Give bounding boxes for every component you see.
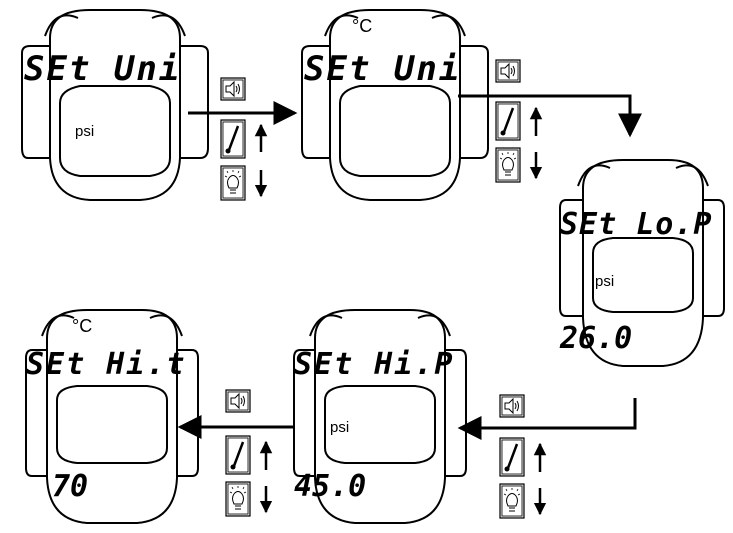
- thermometer-icon: [220, 119, 246, 159]
- unit-label: psi: [595, 273, 614, 290]
- thermometer-icon: [495, 101, 521, 141]
- tire-right-top: [675, 164, 709, 187]
- tire-right-top: [417, 314, 451, 337]
- device-screen-set-high-temp: °C SEt Hi.t 70: [25, 309, 199, 524]
- device-screen-set-unit-psi: SEt Uni psi: [21, 9, 209, 201]
- unit-label: psi: [75, 123, 94, 140]
- bulb-icon: [225, 481, 251, 517]
- device-outline: [301, 9, 489, 201]
- tire-left-top: [577, 164, 611, 187]
- button-legend-2: [495, 59, 543, 183]
- speaker-icon: [225, 389, 251, 413]
- display-window: [339, 85, 451, 177]
- device-outline: [293, 309, 467, 524]
- tire-right-top: [151, 14, 186, 37]
- button-legend-1: [220, 77, 268, 201]
- thermometer-icon: [225, 435, 251, 475]
- device-outline: [25, 309, 199, 524]
- bulb-icon: [495, 147, 521, 183]
- device-screen-set-unit-celsius: °C SEt Uni: [301, 9, 489, 201]
- display-window: [592, 237, 694, 313]
- display-window: [59, 85, 171, 177]
- lcd-text: SEt Hi.t: [26, 347, 187, 382]
- speaker-icon: [499, 394, 525, 418]
- device-screen-set-high-pressure: SEt Hi.P psi 45.0: [293, 309, 467, 524]
- value-readout: 26.0: [559, 321, 632, 356]
- value-readout: 70: [52, 469, 88, 504]
- thermometer-icon: [499, 437, 525, 477]
- device-screen-set-low-pressure: SEt Lo.P psi 26.0: [559, 159, 725, 367]
- unit-label: psi: [330, 419, 349, 436]
- display-window: [56, 385, 168, 464]
- button-legend-3: [499, 394, 547, 519]
- lcd-text: SEt Hi.P: [294, 347, 455, 382]
- speaker-icon: [220, 77, 246, 101]
- lcd-text: SEt Uni: [24, 49, 181, 89]
- bulb-icon: [220, 165, 246, 201]
- value-readout: 45.0: [294, 469, 366, 504]
- bulb-icon: [499, 483, 525, 519]
- display-window: [324, 385, 436, 464]
- tire-left-top: [41, 314, 75, 337]
- lcd-text: SEt Lo.P: [560, 207, 713, 242]
- speaker-icon: [495, 59, 521, 83]
- device-outline: [559, 159, 725, 367]
- tire-right-top: [149, 314, 183, 337]
- tire-left-top: [309, 314, 343, 337]
- button-legend-4: [225, 389, 273, 517]
- device-outline: [21, 9, 209, 201]
- tire-right-top: [431, 14, 466, 37]
- flow-arrow-2-to-3: [458, 94, 642, 138]
- lcd-text: SEt Uni: [304, 49, 461, 89]
- celsius-label: °C: [72, 316, 92, 336]
- tire-left-top: [44, 14, 79, 37]
- flow-arrow-3-to-4: [457, 398, 637, 440]
- celsius-label: °C: [352, 16, 372, 36]
- tire-left-top: [324, 14, 359, 37]
